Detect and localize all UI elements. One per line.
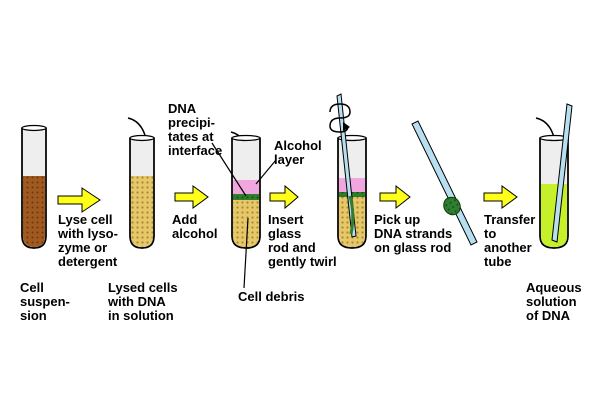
label-add-alcohol: Add alcohol <box>172 212 218 241</box>
label-lyse-step: Lyse cell with lyso- zyme or detergent <box>58 212 118 269</box>
process-arrow-5 <box>483 185 518 209</box>
label-alcohol-layer: Alcohol layer <box>274 138 322 167</box>
tube-cell-suspension <box>21 124 47 249</box>
process-arrow-1 <box>57 187 101 213</box>
label-lysed-cells: Lysed cells with DNA in solution <box>108 280 178 323</box>
pointer-line-debris <box>243 217 249 289</box>
glass-rod-with-dna <box>411 120 478 246</box>
label-cell-suspension: Cell suspen- sion <box>20 280 70 323</box>
pointer-line-alcohol <box>255 159 277 185</box>
glass-rod-twirl <box>329 93 357 238</box>
label-pick-up-dna: Pick up DNA strands on glass rod <box>374 212 453 255</box>
process-arrow-4 <box>379 184 411 210</box>
label-aqueous-dna: Aqueous solution of DNA <box>526 280 582 323</box>
process-arrow-3 <box>269 184 299 210</box>
glass-rod-in-final-tube <box>551 103 573 243</box>
label-transfer: Transfer to another tube <box>484 212 536 269</box>
tube-lysed-cells <box>129 134 155 249</box>
process-arrow-2 <box>174 185 209 209</box>
pointer-line-precipitate <box>211 142 247 197</box>
label-cell-debris: Cell debris <box>238 289 305 304</box>
tube-alcohol-added <box>231 134 261 249</box>
label-dna-precipitates: DNA precipi- tates at interface <box>168 101 223 158</box>
label-insert-rod: Insert glass rod and gently twirl <box>268 212 337 269</box>
